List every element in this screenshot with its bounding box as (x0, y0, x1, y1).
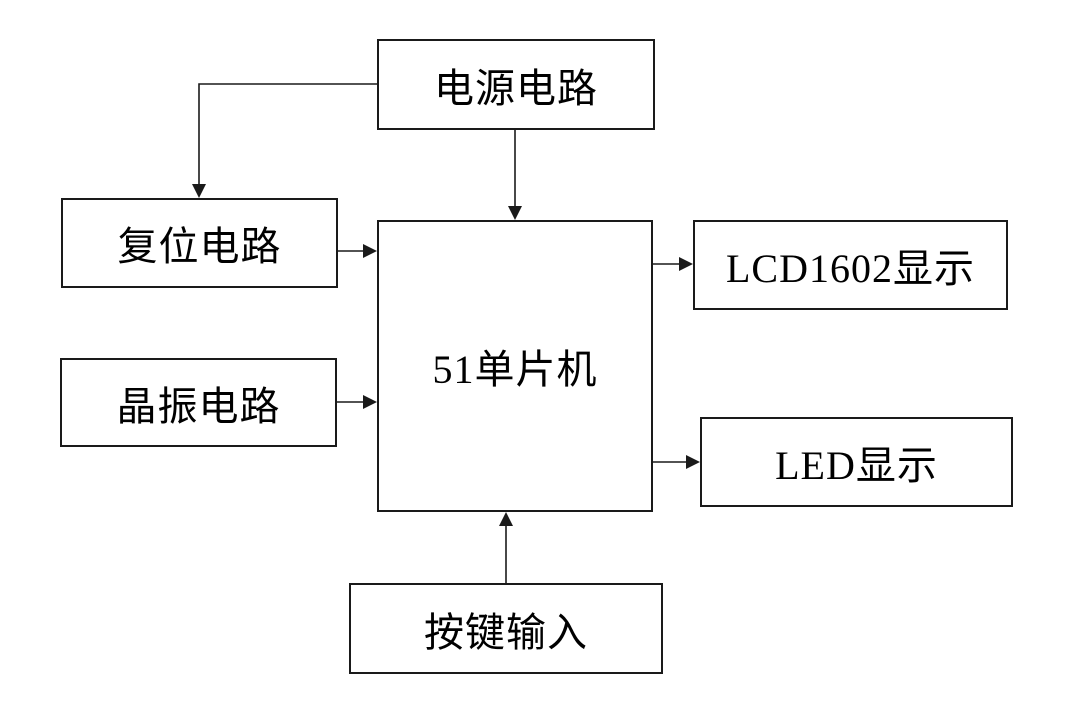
arrowhead-power-to-reset (192, 184, 206, 198)
node-led-display-label: LED显示 (775, 443, 938, 488)
arrowhead-mcu-to-lcd (679, 257, 693, 271)
node-crystal-oscillator-circuit: 晶振电路 (60, 358, 337, 447)
node-reset-circuit: 复位电路 (61, 198, 338, 288)
node-power-circuit: 电源电路 (377, 39, 655, 130)
arrowhead-crystal-to-mcu (363, 395, 377, 409)
arrowhead-power-to-mcu (508, 206, 522, 220)
node-key-input: 按键输入 (349, 583, 663, 674)
node-lcd1602-display-label: LCD1602显示 (726, 246, 975, 291)
node-51-mcu: 51单片机 (377, 220, 653, 512)
arrowhead-keys-to-mcu (499, 512, 513, 526)
node-51-mcu-label: 51单片机 (432, 347, 598, 392)
node-lcd1602-display: LCD1602显示 (693, 220, 1008, 310)
node-reset-circuit-label: 复位电路 (117, 224, 282, 269)
arrowhead-mcu-to-led (686, 455, 700, 469)
wire-power-to-reset (198, 83, 377, 185)
node-crystal-oscillator-circuit-label: 晶振电路 (116, 383, 281, 429)
node-key-input-label: 按键输入 (424, 609, 588, 655)
node-led-display: LED显示 (700, 417, 1013, 507)
arrowhead-reset-to-mcu (363, 244, 377, 258)
node-power-circuit-label: 电源电路 (434, 65, 598, 111)
